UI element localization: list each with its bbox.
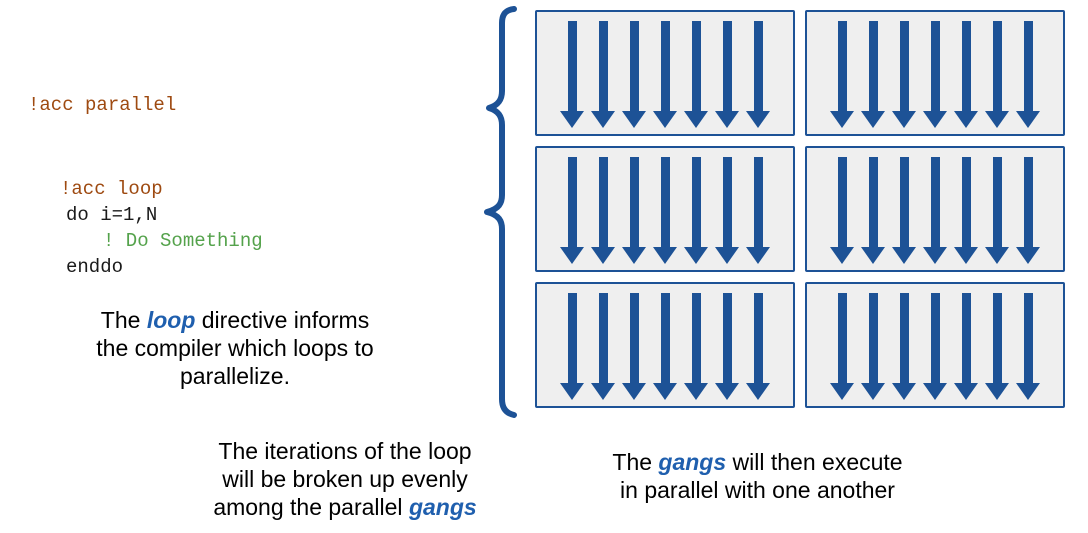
down-arrow-icon xyxy=(591,293,615,400)
down-arrow-icon xyxy=(653,157,677,264)
caption-line: will be broken up evenly xyxy=(222,466,468,492)
down-arrow-icon xyxy=(622,21,646,128)
down-arrow-icon xyxy=(923,293,947,400)
down-arrow-icon xyxy=(684,157,708,264)
down-arrow-icon xyxy=(923,21,947,128)
down-arrow-icon xyxy=(954,293,978,400)
down-arrow-icon xyxy=(985,21,1009,128)
curly-brace-icon xyxy=(484,6,517,418)
caption-text: among the parallel xyxy=(213,494,409,520)
down-arrow-icon xyxy=(861,293,885,400)
gang-box xyxy=(805,10,1065,136)
down-arrow-icon xyxy=(746,157,770,264)
down-arrow-icon xyxy=(715,157,739,264)
down-arrow-icon xyxy=(653,293,677,400)
caption-line: in parallel with one another xyxy=(620,477,895,503)
down-arrow-icon xyxy=(830,157,854,264)
caption-iterations: The iterations of the loop will be broke… xyxy=(180,437,510,521)
down-arrow-icon xyxy=(715,293,739,400)
down-arrow-icon xyxy=(892,21,916,128)
code-line-acc-parallel: !acc parallel xyxy=(28,94,177,116)
down-arrow-icon xyxy=(954,157,978,264)
code-line-do: do i=1,N xyxy=(66,204,158,226)
gang-grid xyxy=(535,10,1065,408)
down-arrow-icon xyxy=(684,293,708,400)
down-arrow-icon xyxy=(560,293,584,400)
down-arrow-icon xyxy=(892,157,916,264)
down-arrow-icon xyxy=(746,21,770,128)
caption-line: the compiler which loops to xyxy=(96,335,374,361)
gang-box xyxy=(535,146,795,272)
caption-loop-directive: The loop directive informs the compiler … xyxy=(70,306,400,390)
down-arrow-icon xyxy=(1016,21,1040,128)
gang-box xyxy=(805,282,1065,408)
code-line-acc-loop: !acc loop xyxy=(60,178,163,200)
down-arrow-icon xyxy=(560,21,584,128)
down-arrow-icon xyxy=(653,21,677,128)
down-arrow-icon xyxy=(830,21,854,128)
down-arrow-icon xyxy=(1016,293,1040,400)
down-arrow-icon xyxy=(591,21,615,128)
down-arrow-icon xyxy=(985,293,1009,400)
gang-box xyxy=(805,146,1065,272)
down-arrow-icon xyxy=(830,293,854,400)
down-arrow-icon xyxy=(746,293,770,400)
caption-gangs-execute: The gangs will then execute in parallel … xyxy=(575,448,940,504)
down-arrow-icon xyxy=(622,293,646,400)
gang-box xyxy=(535,10,795,136)
keyword-gangs: gangs xyxy=(408,494,477,520)
down-arrow-icon xyxy=(892,293,916,400)
down-arrow-icon xyxy=(861,157,885,264)
caption-text: The xyxy=(612,449,659,475)
caption-text: directive informs xyxy=(195,307,370,333)
caption-line: The iterations of the loop xyxy=(218,438,472,464)
down-arrow-icon xyxy=(560,157,584,264)
caption-line: among the parallel gangs xyxy=(180,493,510,521)
keyword-loop: loop xyxy=(146,307,196,333)
code-line-comment: ! Do Something xyxy=(103,230,263,252)
down-arrow-icon xyxy=(1016,157,1040,264)
code-line-enddo: enddo xyxy=(66,256,124,278)
down-arrow-icon xyxy=(861,21,885,128)
caption-line: The loop directive informs xyxy=(70,306,400,334)
keyword-gangs: gangs xyxy=(658,449,727,475)
caption-text: The xyxy=(100,307,147,333)
down-arrow-icon xyxy=(622,157,646,264)
down-arrow-icon xyxy=(591,157,615,264)
down-arrow-icon xyxy=(684,21,708,128)
down-arrow-icon xyxy=(923,157,947,264)
caption-line: parallelize. xyxy=(180,363,290,389)
down-arrow-icon xyxy=(715,21,739,128)
down-arrow-icon xyxy=(954,21,978,128)
down-arrow-icon xyxy=(985,157,1009,264)
caption-text: will then execute xyxy=(726,449,903,475)
caption-line: The gangs will then execute xyxy=(575,448,940,476)
gang-box xyxy=(535,282,795,408)
